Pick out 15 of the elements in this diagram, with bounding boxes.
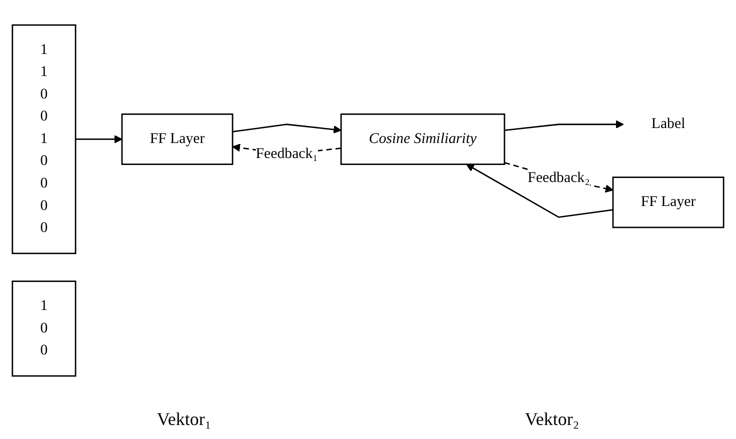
arrow xyxy=(504,161,614,192)
vector-caption: Vektor₁ xyxy=(156,409,212,430)
vector-caption: Vektor₂ xyxy=(524,409,580,430)
edge-label: Feedback₂ xyxy=(528,169,590,186)
edge-label: Feedback₁ xyxy=(256,145,318,162)
arrow xyxy=(76,134,122,143)
node-box: 1 1 0 0 1 0 0 0 0 xyxy=(12,24,76,254)
arrow xyxy=(232,123,342,134)
arrow xyxy=(504,120,624,130)
node-box: Cosine Similiarity xyxy=(340,112,506,164)
arrow xyxy=(466,163,614,218)
node-text: Label xyxy=(651,116,686,132)
node-box: FF Layer xyxy=(121,112,234,164)
node-box: 1 0 0 xyxy=(12,280,76,376)
node-box: FF Layer xyxy=(612,176,724,228)
